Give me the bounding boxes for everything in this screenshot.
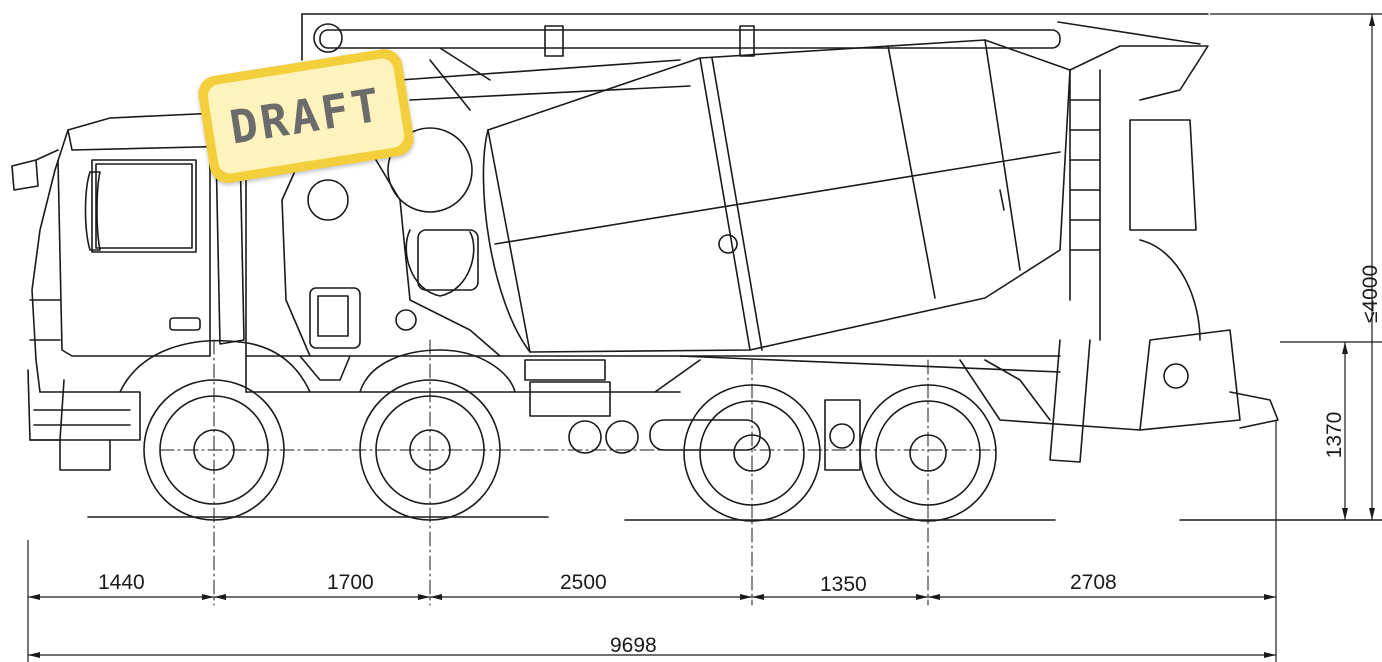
- wheel-4: [859, 384, 997, 522]
- dim-front-overhang: 1440: [98, 571, 145, 594]
- dim-axle-1-2: 1700: [327, 571, 374, 594]
- dimension-arrows: [28, 14, 1375, 658]
- mixer-drum: [482, 39, 1071, 353]
- dim-axle-3-4: 1350: [820, 573, 867, 596]
- dim-rear-overhang: 2708: [1070, 571, 1117, 594]
- dim-overall-height: ≤4000: [1359, 264, 1382, 324]
- mixer-front-support: [281, 127, 501, 357]
- stamp-text: DRAFT: [225, 77, 387, 155]
- dim-overall-length: 9698: [610, 634, 657, 657]
- wheel-3: [683, 384, 821, 522]
- dim-loading-height: 1370: [1323, 411, 1346, 459]
- chassis-frame: [119, 339, 1061, 454]
- cab: [11, 111, 247, 471]
- top-pipe: [301, 13, 1209, 111]
- dim-axle-2-3: 2500: [560, 571, 607, 594]
- ground-line: [87, 516, 1382, 521]
- rear-hopper-ladder: [959, 45, 1279, 463]
- dimension-lines: [27, 13, 1382, 662]
